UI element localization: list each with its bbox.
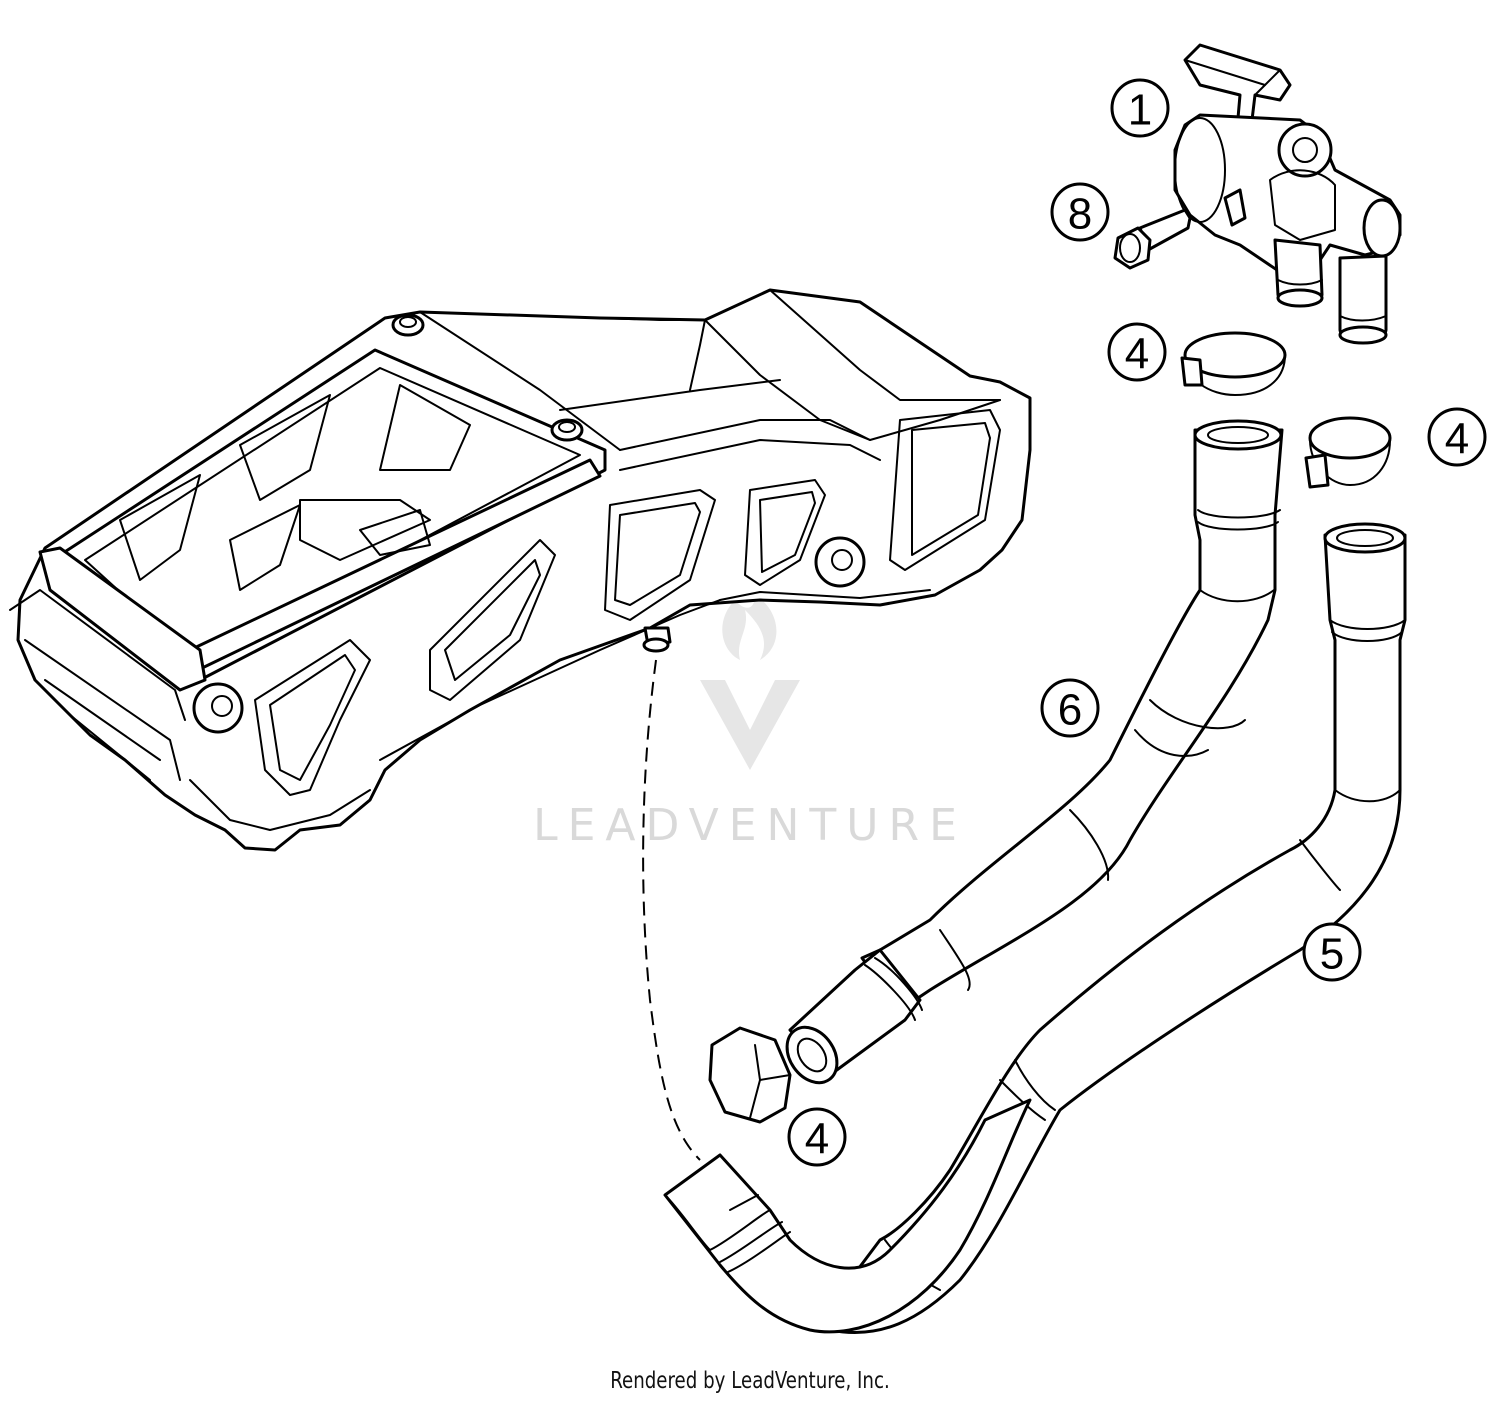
svg-text:4: 4 [1125,330,1149,379]
svg-text:4: 4 [1445,415,1469,464]
callout-5: 5 [1302,922,1362,982]
watermark-text: LEADVENTURE [533,800,967,851]
bolt [1113,208,1192,270]
housing-bolt [391,313,425,337]
mount-bushing [814,536,866,588]
hose-clamp [1304,416,1392,489]
callout-1: 1 [1110,78,1170,138]
svg-text:6: 6 [1058,686,1082,735]
callout-6: 6 [1040,678,1100,738]
callout-4a: 4 [1107,322,1167,382]
drain-nipple [642,626,672,653]
mount-bushing [192,682,244,734]
hose-5 [828,522,1407,1335]
svg-text:8: 8 [1068,190,1092,239]
air-valve [1173,43,1402,345]
callout-4b: 4 [1427,407,1487,467]
svg-text:5: 5 [1320,930,1344,979]
render-credit: Rendered by LeadVenture, Inc. [610,1368,890,1394]
callout-4c: 4 [787,1107,847,1167]
leadventure-logo-icon [700,595,800,770]
drain-plug [708,1026,792,1124]
drain-hose [663,1098,1032,1334]
hose-6 [785,419,1284,1085]
housing-bolt [550,418,584,442]
callout-8: 8 [1050,182,1110,242]
leadventure-watermark: LEADVENTURE [533,595,967,851]
leader-line-dashed [642,659,701,1161]
svg-text:1: 1 [1128,86,1152,135]
hose-clamp [1180,331,1287,396]
air-box-housing [9,288,1032,852]
svg-text:4: 4 [805,1115,829,1164]
